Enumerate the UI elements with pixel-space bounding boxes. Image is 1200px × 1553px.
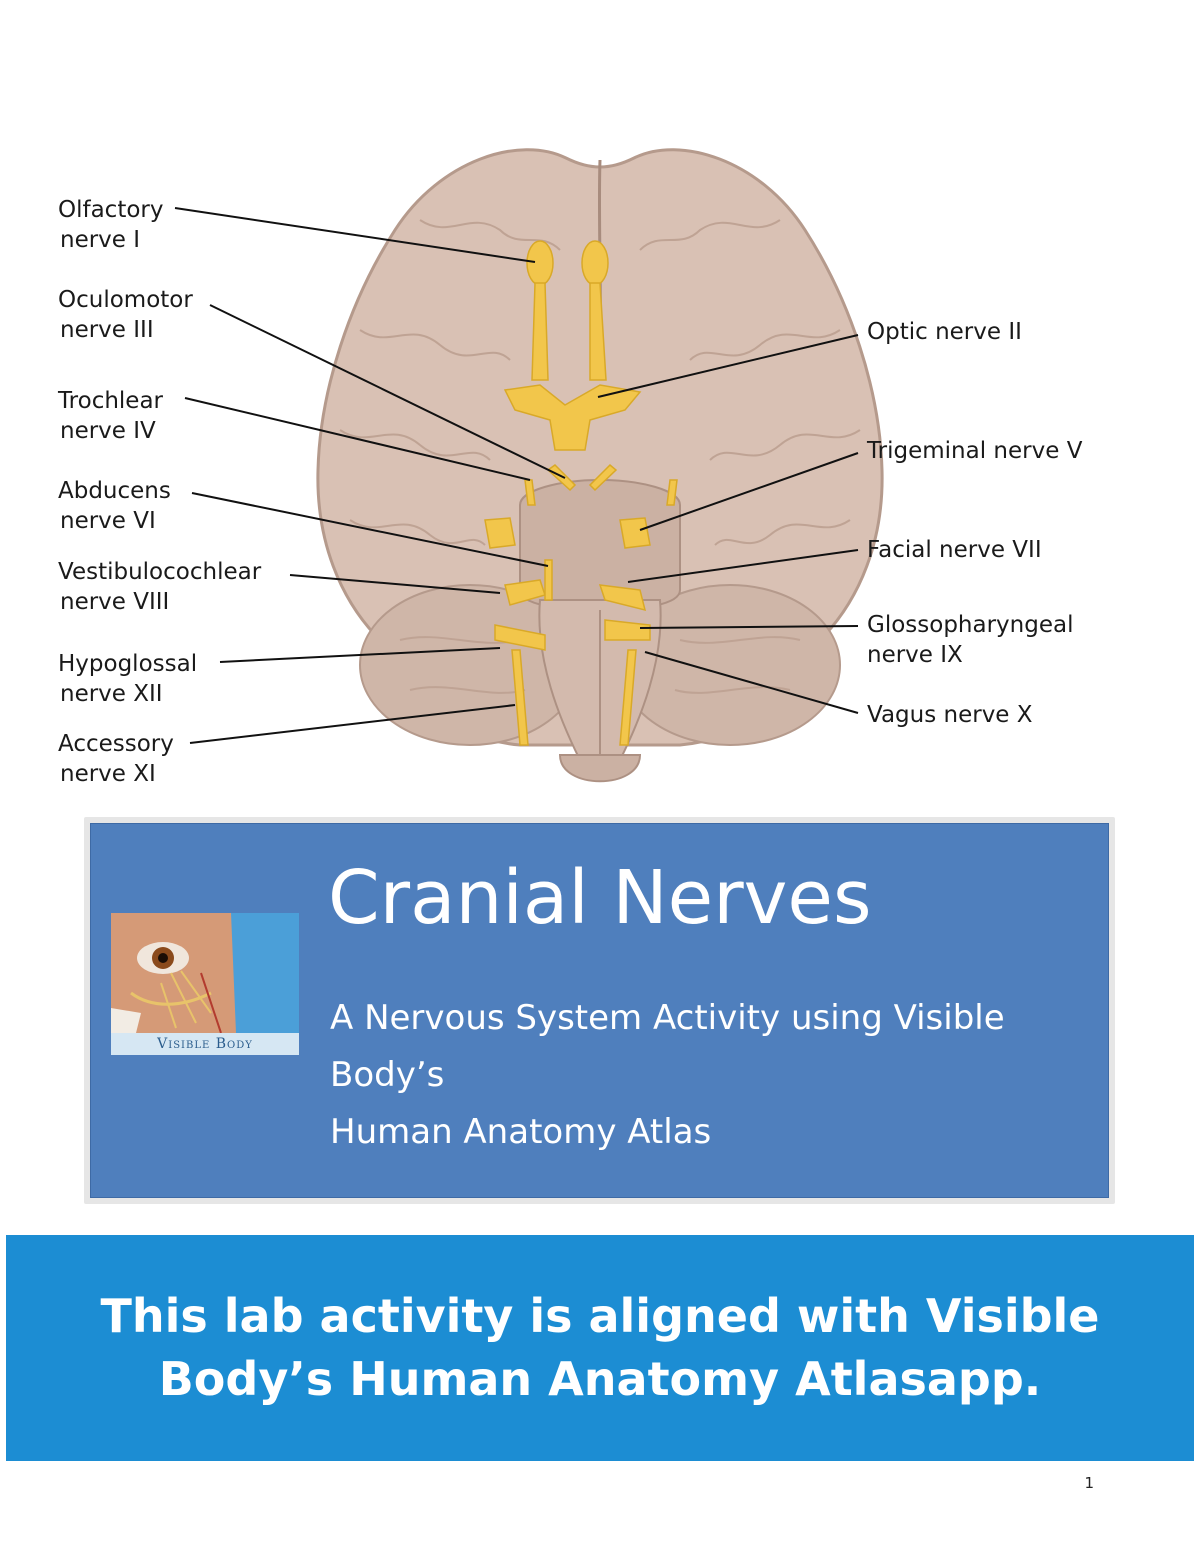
page-number: 1 (1084, 1474, 1094, 1492)
label-trigeminal: Trigeminal nerve V (866, 438, 1083, 464)
spinal-cord-stump (558, 754, 642, 783)
label-accessory-l2: nerve XI (60, 761, 156, 787)
alignment-banner: This lab activity is aligned with Visibl… (6, 1235, 1194, 1461)
label-vestibulocochlear-l2: nerve VIII (60, 589, 169, 615)
page-title: Cranial Nerves (328, 855, 872, 941)
subtitle: A Nervous System Activity using Visible … (330, 990, 1100, 1161)
label-abducens-l1: Abducens (58, 478, 171, 504)
label-olfactory-l1: Olfactory (58, 197, 164, 223)
banner-line: This lab activity is aligned with Visibl… (100, 1289, 1100, 1343)
subtitle-line: Body’s (330, 1055, 445, 1095)
label-vestibulocochlear-l1: Vestibulocochlear (58, 559, 262, 585)
olfactory-bulb-right (581, 240, 609, 286)
abducens-nerve (544, 559, 553, 601)
label-hypoglossal-l2: nerve XII (60, 681, 163, 707)
label-accessory-l1: Accessory (58, 731, 174, 757)
cranial-nerves-figure: Olfactory nerve I Oculomotor nerve III T… (57, 148, 1083, 787)
logo-text: Visible Body (157, 1036, 253, 1052)
banner-line: Body’s Human Anatomy Atlasapp. (158, 1352, 1042, 1406)
accessory-nerve-right (619, 649, 637, 746)
visible-body-logo: Visible Body (111, 913, 299, 1055)
olfactory-tract-right (589, 282, 607, 381)
facial-vestibular-right (598, 584, 647, 612)
leader-lines (174, 207, 859, 744)
olfactory-tract-left (531, 282, 549, 381)
gyri (339, 219, 861, 694)
logo-band (111, 1033, 299, 1055)
oculomotor-nerve (546, 463, 618, 492)
label-olfactory-l2: nerve I (60, 227, 140, 253)
trigeminal-nerve-right (619, 517, 651, 549)
label-trochlear-l1: Trochlear (57, 388, 164, 414)
brain-illustration (316, 148, 884, 783)
cranial-nerves (484, 240, 678, 746)
label-oculomotor-l1: Oculomotor (58, 287, 193, 313)
glossopharyngeal-vagus-left (494, 624, 546, 651)
accessory-nerve-left (511, 649, 529, 746)
subtitle-line: A Nervous System Activity using Visible (330, 998, 1005, 1038)
banner-text: This lab activity is aligned with Visibl… (6, 1285, 1194, 1411)
subtitle-line: Human Anatomy Atlas (330, 1112, 712, 1152)
logo-artwork (111, 913, 236, 1034)
trigeminal-nerve-left (484, 517, 516, 549)
label-vagus: Vagus nerve X (867, 702, 1033, 728)
label-glossopharyngeal-l2: nerve IX (867, 642, 963, 668)
labels-right: Optic nerve II Trigeminal nerve V Facial… (866, 319, 1083, 728)
label-trochlear-l2: nerve IV (60, 418, 156, 444)
label-glossopharyngeal-l1: Glossopharyngeal (867, 612, 1073, 638)
optic-chiasm (503, 384, 642, 451)
labels-left: Olfactory nerve I Oculomotor nerve III T… (57, 197, 262, 787)
glossopharyngeal-vagus-right (604, 619, 651, 641)
label-abducens-l2: nerve VI (60, 508, 156, 534)
label-optic: Optic nerve II (867, 319, 1022, 345)
label-facial: Facial nerve VII (867, 537, 1042, 563)
label-hypoglossal-l1: Hypoglossal (58, 651, 197, 677)
olfactory-bulb-left (526, 240, 554, 286)
label-oculomotor-l2: nerve III (60, 317, 154, 343)
